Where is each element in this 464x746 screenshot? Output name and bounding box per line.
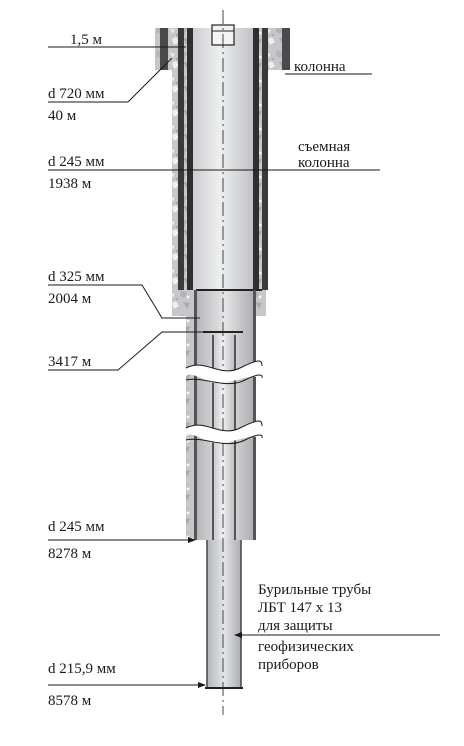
label-d245-bottom-depth: 8278 м	[48, 546, 92, 562]
label-pipes-4: геофизических	[258, 639, 354, 655]
leader-lines	[48, 46, 440, 688]
label-d325: d 325 мм	[48, 269, 105, 285]
label-d245-top-depth: 1938 м	[48, 176, 92, 192]
label-d2159: d 215,9 мм	[48, 661, 116, 677]
label-pipes-3: для защиты	[258, 618, 333, 634]
label-d245-top: d 245 мм	[48, 154, 105, 170]
label-pipes-5: приборов	[258, 657, 319, 673]
label-break-depth: 3417 м	[48, 354, 92, 370]
label-removable-1: съемная	[298, 139, 350, 155]
label-d720: d 720 мм	[48, 86, 105, 102]
label-pipes-1: Бурильные трубы	[258, 582, 371, 598]
label-pipes-2: ЛБТ 147 х 13	[258, 600, 342, 616]
section-break	[185, 360, 263, 445]
label-d720-depth: 40 м	[48, 108, 77, 124]
label-removable-2: колонна	[298, 155, 350, 171]
label-d245-bottom: d 245 мм	[48, 519, 105, 535]
label-d2159-depth: 8578 м	[48, 693, 92, 709]
label-d325-depth: 2004 м	[48, 291, 92, 307]
label-top-gap: 1,5 м	[70, 32, 103, 48]
label-column: колонна	[294, 59, 346, 75]
conductor-casing-d720	[160, 28, 290, 70]
open-hole-d215	[205, 540, 243, 689]
